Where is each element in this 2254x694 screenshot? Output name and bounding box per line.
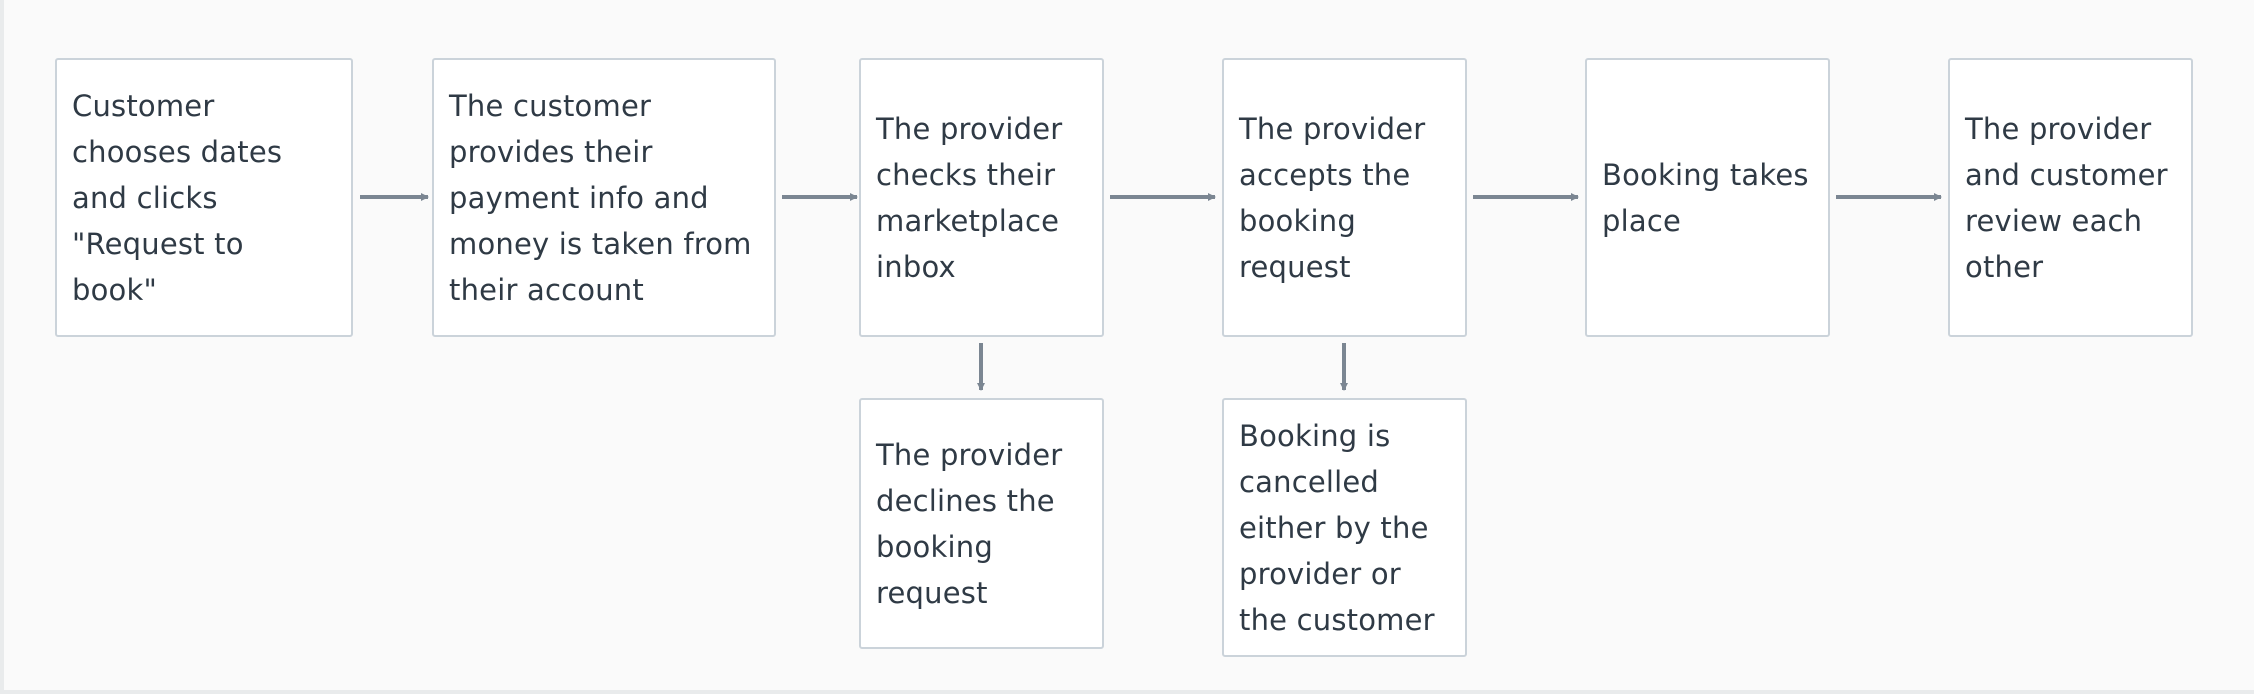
connector-layer xyxy=(360,193,1942,391)
branch-booking-cancelled: Booking is cancelled either by the provi… xyxy=(1222,398,1467,657)
step-provider-accepts: The provider accepts the booking request xyxy=(1222,58,1467,337)
step-customer-payment: The customer provides their payment info… xyxy=(432,58,776,337)
step-review-each-other-text: The provider and customer review each ot… xyxy=(1965,111,2168,284)
step-customer-payment-text: The customer provides their payment info… xyxy=(449,88,752,307)
step-customer-request: Customer chooses dates and clicks "Reque… xyxy=(55,58,353,337)
branch-provider-declines: The provider declines the booking reques… xyxy=(859,398,1104,649)
step-booking-takes-place-text: Booking takes place xyxy=(1602,157,1809,238)
step-provider-checks-inbox-text: The provider checks their marketplace in… xyxy=(876,111,1063,284)
step-booking-takes-place: Booking takes place xyxy=(1585,58,1830,337)
branch-booking-cancelled-text: Booking is cancelled either by the provi… xyxy=(1239,418,1435,637)
step-provider-checks-inbox: The provider checks their marketplace in… xyxy=(859,58,1104,337)
step-customer-request-text: Customer chooses dates and clicks "Reque… xyxy=(72,88,283,307)
branch-provider-declines-text: The provider declines the booking reques… xyxy=(876,437,1063,610)
step-review-each-other: The provider and customer review each ot… xyxy=(1948,58,2193,337)
step-provider-accepts-text: The provider accepts the booking request xyxy=(1239,111,1426,284)
